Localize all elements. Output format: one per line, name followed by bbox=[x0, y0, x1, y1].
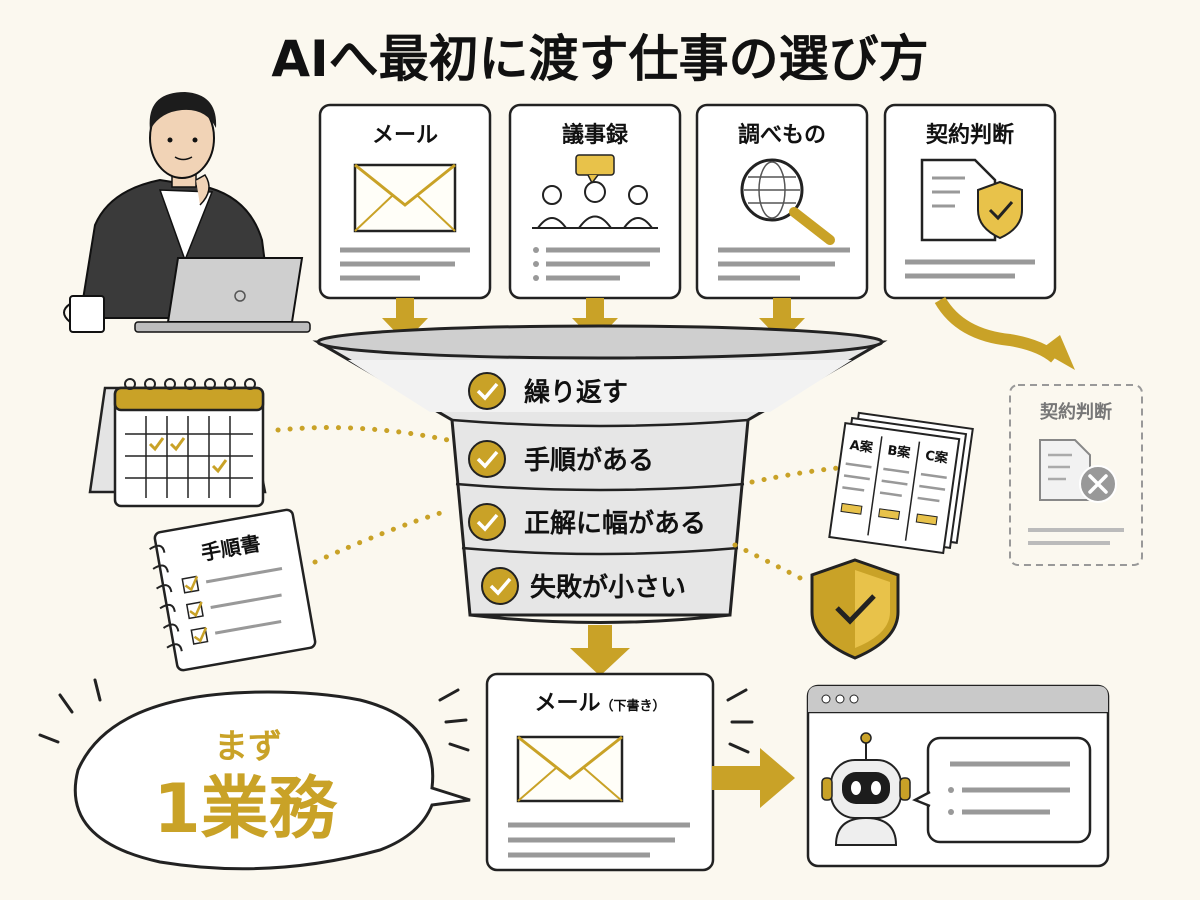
cross-icon bbox=[1079, 465, 1117, 503]
manual-notebook-icon: 手順書 bbox=[149, 508, 317, 672]
task-label: 契約判断 bbox=[925, 122, 1014, 148]
envelope-icon bbox=[353, 163, 457, 233]
option-label: B案 bbox=[886, 442, 912, 461]
shield-check-icon bbox=[810, 558, 900, 660]
bubble-line1: まず bbox=[214, 727, 282, 767]
bubble-line2: 1業務 bbox=[153, 770, 337, 849]
person-with-laptop-icon bbox=[63, 92, 311, 333]
criterion-low-risk: 失敗が小さい bbox=[481, 567, 686, 605]
svg-text:メール（下書き）: メール（下書き） bbox=[534, 691, 665, 716]
contract-shield-icon bbox=[920, 158, 1023, 242]
speech-bubble: まず 1業務 bbox=[73, 690, 471, 871]
task-card-minutes: 議事録 bbox=[508, 103, 682, 300]
option-label: C案 bbox=[924, 448, 950, 467]
arrow-down-icon bbox=[382, 298, 805, 342]
criterion-label: 失敗が小さい bbox=[530, 572, 686, 603]
rejected-label: 契約判断 bbox=[1039, 401, 1112, 423]
task-label: メール bbox=[372, 123, 438, 148]
arrow-curve-icon bbox=[934, 296, 1075, 370]
page-title: AIへ最初に渡す仕事の選び方 bbox=[271, 30, 928, 88]
task-label: 議事録 bbox=[562, 122, 629, 148]
rejected-card: 契約判断 bbox=[1009, 384, 1143, 566]
task-card-contract: 契約判断 bbox=[883, 103, 1057, 300]
criterion-procedure: 手順がある bbox=[468, 440, 654, 478]
output-sublabel: （下書き） bbox=[601, 698, 666, 714]
calendar-icon bbox=[88, 378, 267, 508]
task-card-mail: メール bbox=[318, 103, 492, 300]
task-card-research: 調べもの bbox=[695, 103, 869, 300]
output-mail-card: メール（下書き） bbox=[485, 672, 715, 872]
robot-icon bbox=[821, 732, 911, 846]
magnifier-globe-icon bbox=[740, 158, 835, 245]
arrow-down-icon bbox=[570, 625, 630, 676]
dotted-connector bbox=[275, 425, 841, 585]
criteria-funnel: 繰り返す 手順がある 正解に幅がある 失敗が小さい bbox=[312, 324, 888, 624]
task-label: 調べもの bbox=[738, 122, 826, 148]
criterion-flexible-answer: 正解に幅がある bbox=[468, 503, 706, 541]
chat-bubble-icon bbox=[912, 736, 1092, 844]
burst-lines-icon bbox=[38, 678, 754, 754]
output-label: メール bbox=[534, 691, 600, 716]
criterion-label: 手順がある bbox=[524, 445, 654, 476]
meeting-icon bbox=[532, 154, 658, 229]
arrow-right-icon bbox=[712, 748, 795, 808]
options-papers-icon: A案 B案 C案 bbox=[828, 411, 974, 555]
criterion-repeat: 繰り返す bbox=[468, 372, 628, 410]
envelope-icon bbox=[516, 735, 624, 803]
ai-assistant-window bbox=[806, 684, 1110, 868]
criterion-label: 繰り返す bbox=[524, 377, 628, 408]
criterion-label: 正解に幅がある bbox=[524, 508, 706, 539]
option-label: A案 bbox=[849, 437, 875, 456]
